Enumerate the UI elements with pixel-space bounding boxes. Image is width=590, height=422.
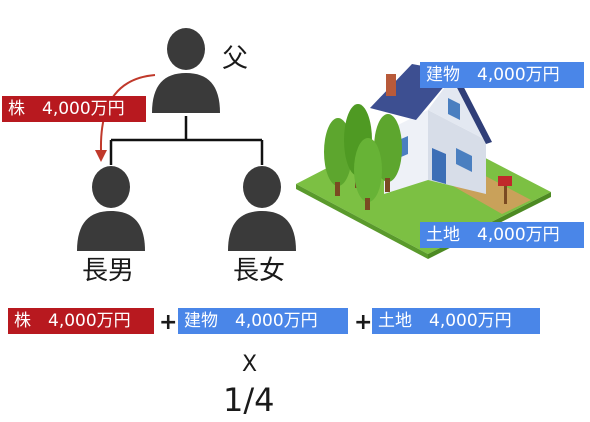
multiply-sign: X	[242, 352, 258, 377]
son-label: 長男	[82, 256, 135, 286]
father-person-icon	[152, 28, 220, 113]
inheritance-arrow	[99, 74, 156, 151]
stock-asset-tag: 株 4,000万円	[2, 96, 146, 122]
land-asset-tag: 土地 4,000万円	[420, 222, 584, 248]
plus-sign-2: +	[354, 310, 373, 335]
house-illustration	[296, 64, 551, 259]
formula-building-term: 建物 4,000万円	[178, 308, 348, 334]
son-person-icon	[77, 166, 145, 251]
formula-land-term: 土地 4,000万円	[372, 308, 540, 334]
daughter-label: 長女	[233, 256, 286, 286]
daughter-person-icon	[228, 166, 296, 251]
plus-sign-1: +	[159, 310, 178, 335]
fraction-value: 1/4	[223, 381, 275, 419]
father-label: 父	[222, 44, 249, 74]
formula-stock-term: 株 4,000万円	[8, 308, 154, 334]
building-asset-tag: 建物 4,000万円	[420, 62, 584, 88]
